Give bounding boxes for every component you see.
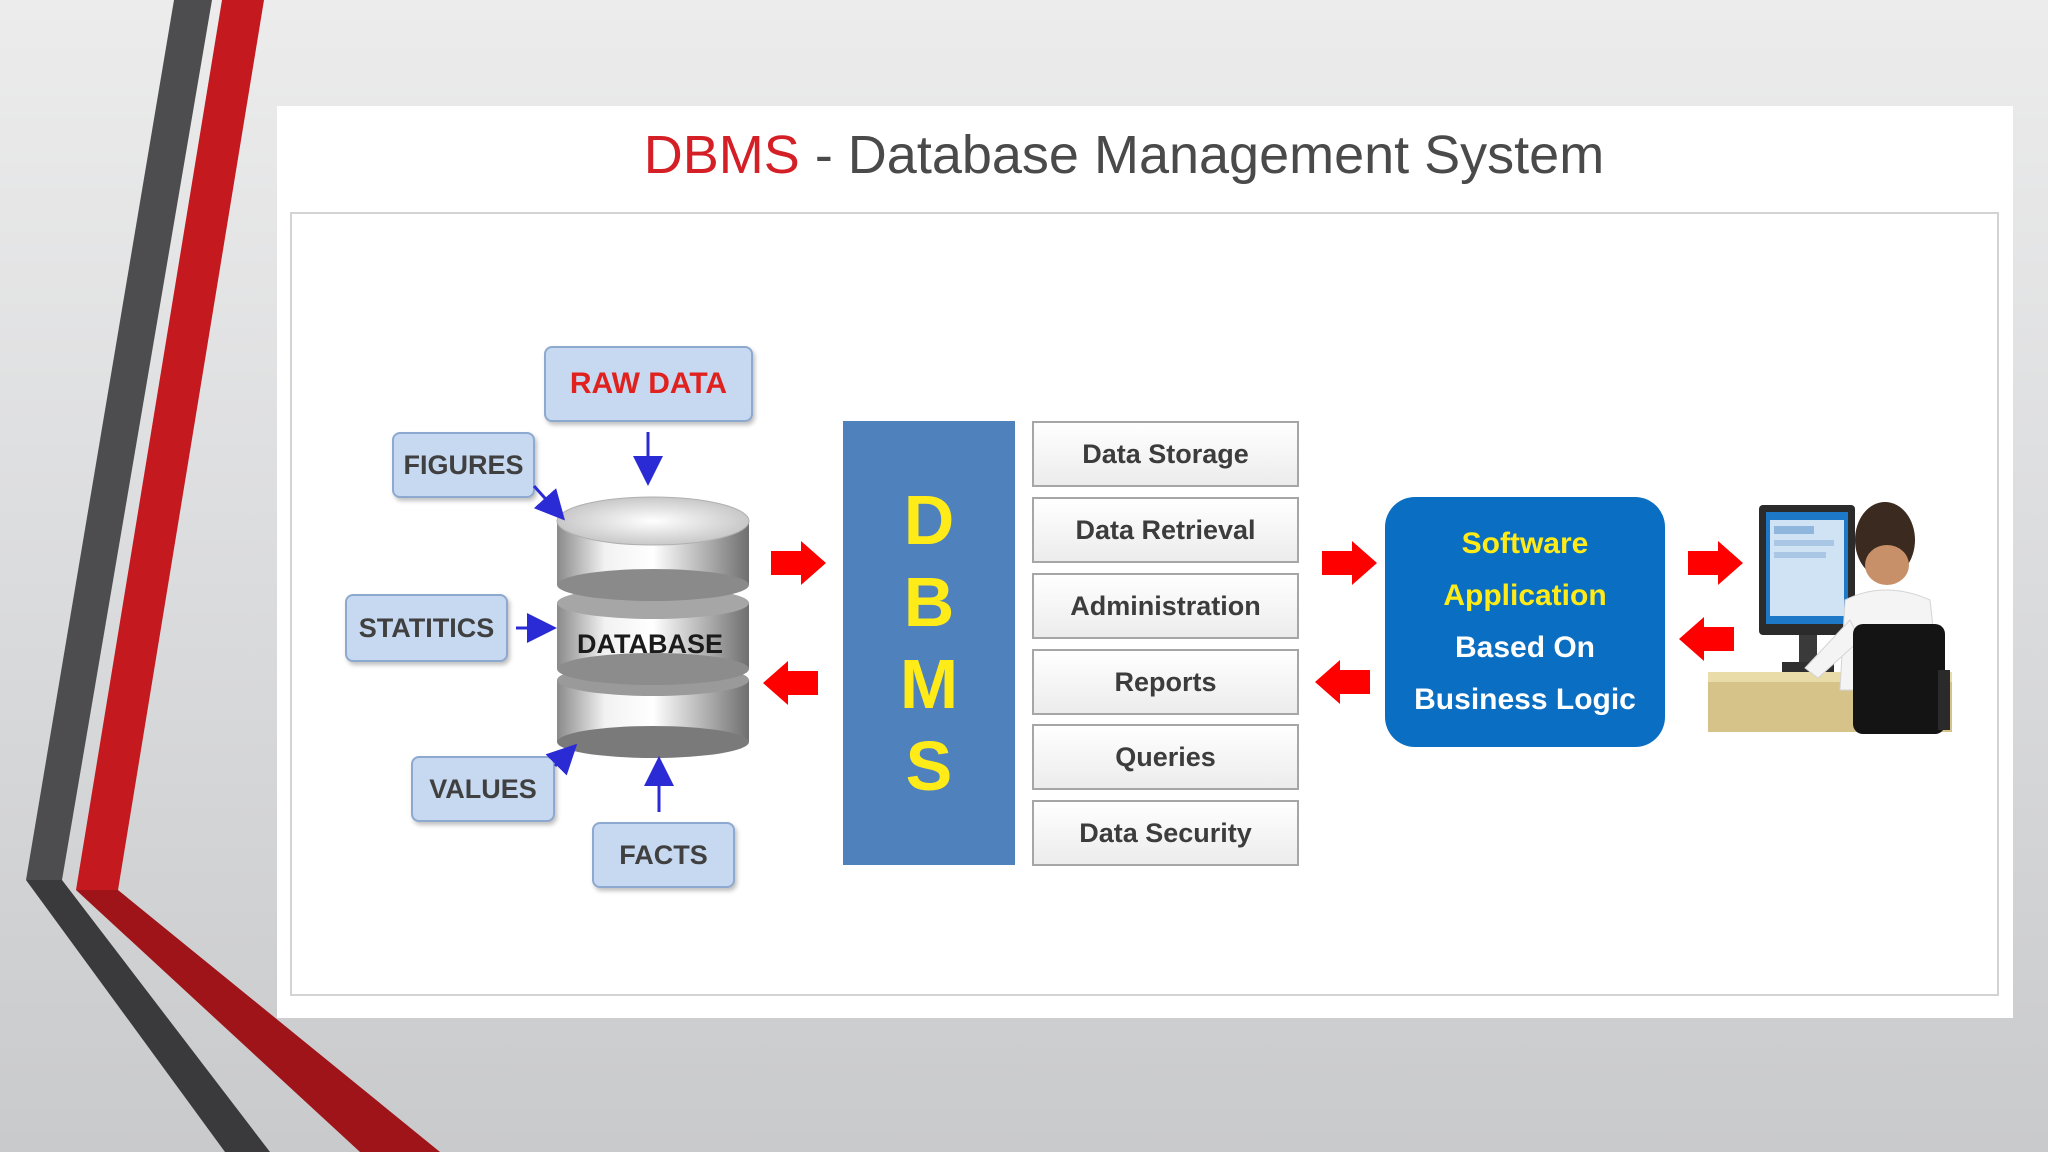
app-line-4: Business Logic [1414,683,1636,716]
dbms-block: D B M S [843,421,1015,865]
diagram-frame [290,212,1999,996]
dbms-letter-b: B [903,563,955,641]
arrow-app-to-dbms [1315,660,1370,704]
arrow-db-to-dbms [771,541,826,585]
arrow-app-to-user [1688,541,1743,585]
facts-tag: FACTS [592,822,735,888]
values-connector [545,743,578,776]
values-tag: VALUES [411,756,555,822]
arrow-dbms-to-app [1322,541,1377,585]
database-label: DATABASE [577,629,723,659]
figures-tag: FIGURES [392,432,535,498]
arrow-dbms-to-db [763,661,818,705]
function-administration: Administration [1032,573,1299,639]
software-application-box: Software Application Based On Business L… [1385,497,1665,747]
title-rest: - Database Management System [799,125,1605,185]
slide-title: DBMS - Database Management System [0,118,2048,192]
function-queries: Queries [1032,724,1299,790]
statitics-tag: STATITICS [345,594,508,662]
dbms-letter-d: D [903,481,955,559]
dbms-letter-m: M [899,645,959,723]
function-data-storage: Data Storage [1032,421,1299,487]
app-line-3: Based On [1454,631,1596,664]
app-line-1: Software [1461,527,1589,560]
title-accent: DBMS [643,125,800,185]
function-reports: Reports [1032,649,1299,715]
arrow-user-to-app [1679,617,1734,661]
function-data-security: Data Security [1032,800,1299,866]
raw-data-tag: RAW DATA [544,346,753,422]
function-data-retrieval: Data Retrieval [1032,497,1299,563]
app-line-2: Application [1443,579,1607,612]
figures-connector [532,484,566,521]
dbms-letter-s: S [905,727,953,805]
